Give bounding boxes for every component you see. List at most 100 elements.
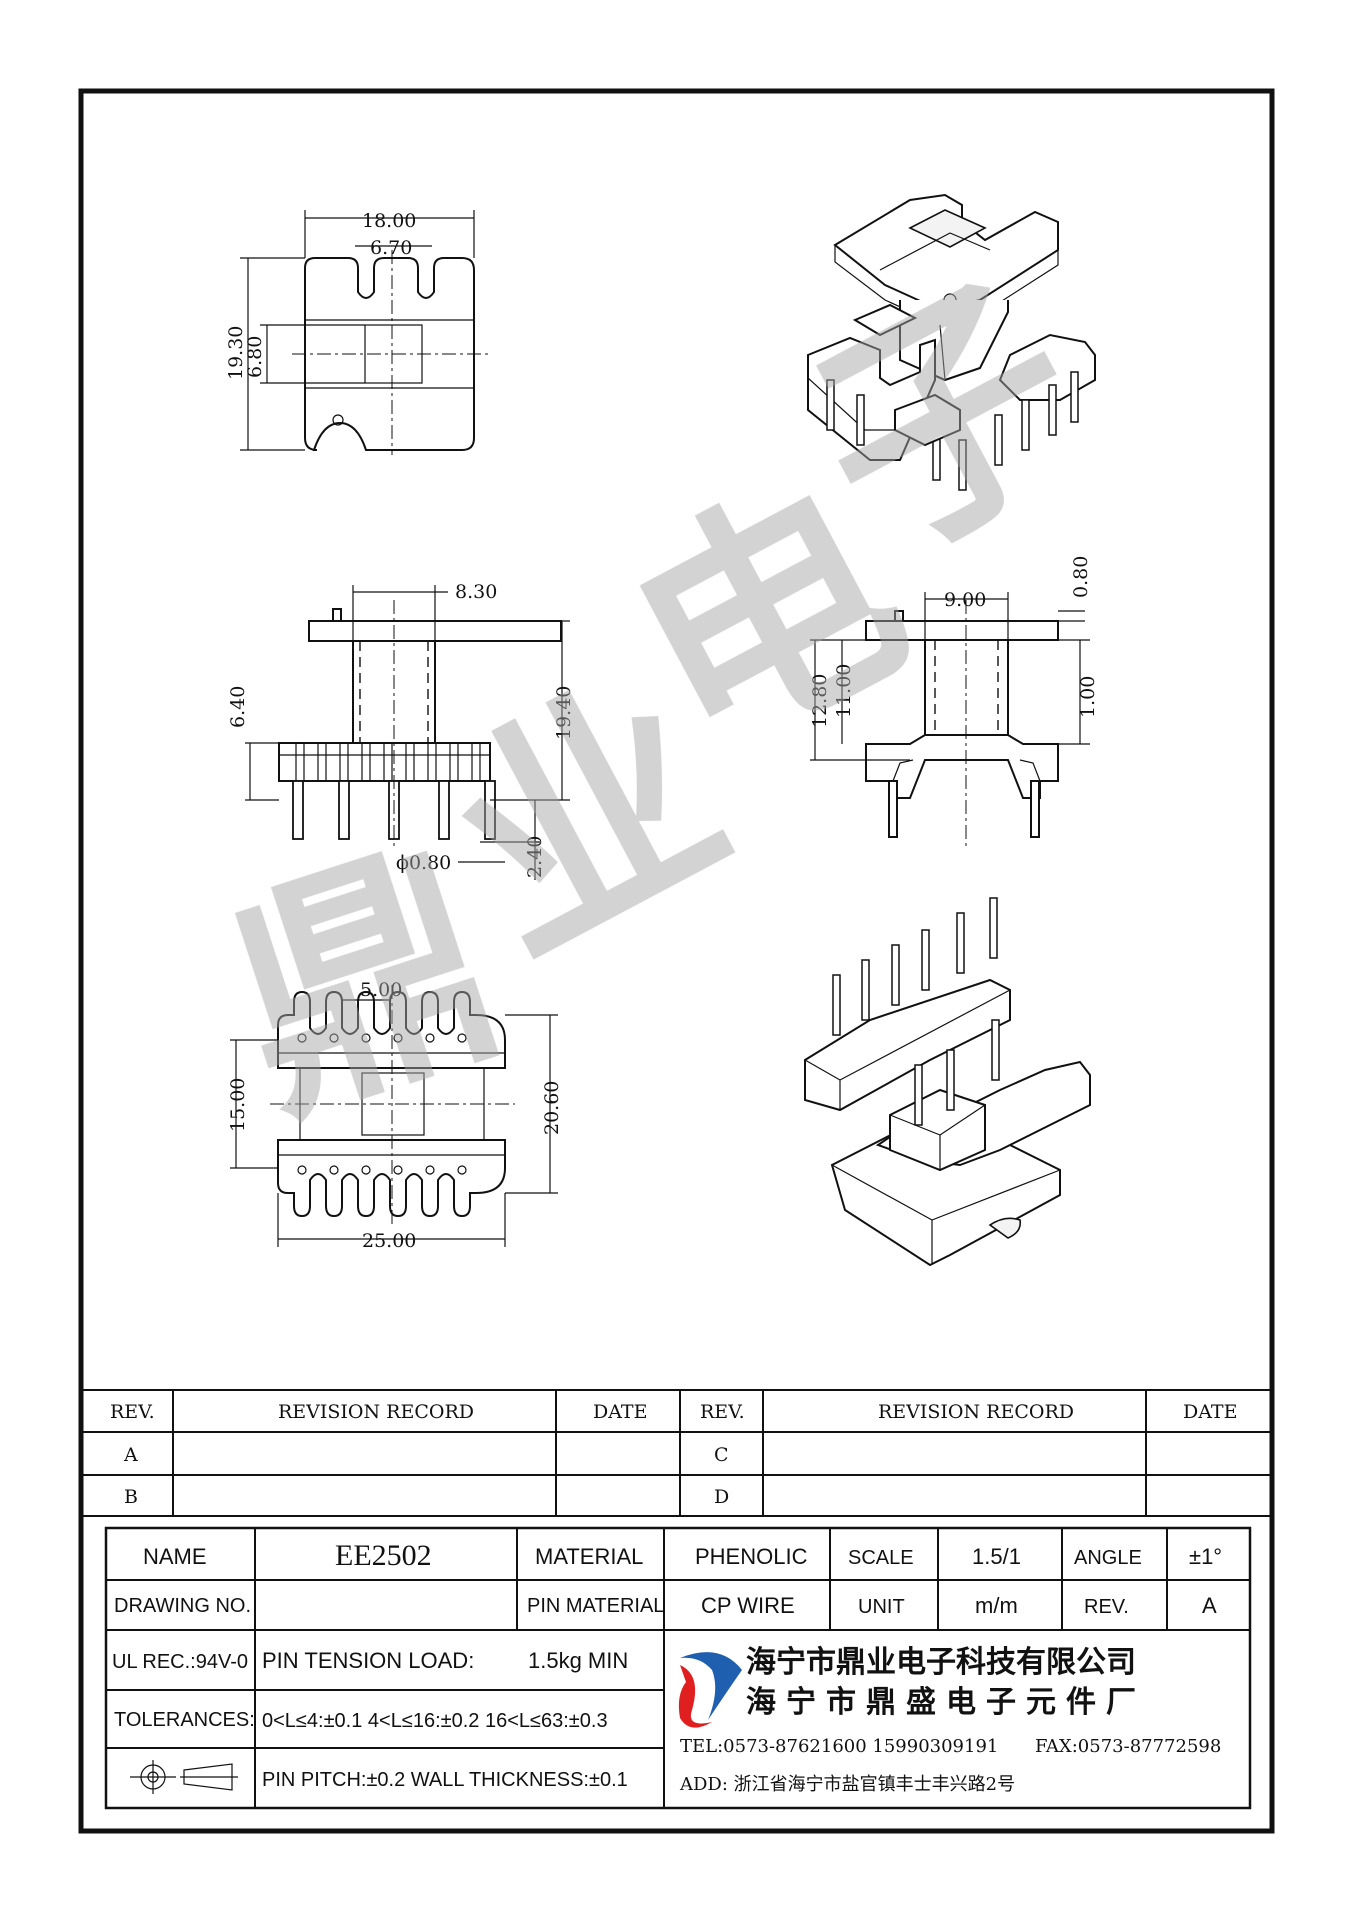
pin-hole (393, 1165, 403, 1175)
front-pin (338, 780, 350, 840)
side-view: 9.00 0.80 1.00 12.80 11.00 (809, 556, 1099, 850)
company-name-2: 海宁市鼎盛电子元件厂 (746, 1685, 1146, 1720)
angle-value: ±1° (1189, 1544, 1222, 1569)
dim-height: 19.30 (225, 326, 247, 380)
pin-hole (361, 1165, 371, 1175)
angle-label: ANGLE (1074, 1547, 1142, 1569)
rev-header-left: REV. (110, 1401, 155, 1423)
company-logo-icon (678, 1652, 742, 1728)
iso-pin (1070, 371, 1079, 423)
pin-hole (361, 1033, 371, 1043)
pin-tension-value: 1.5kg MIN (528, 1648, 628, 1673)
iso-pin (891, 944, 900, 1006)
date-header-left: DATE (593, 1401, 647, 1423)
dim-total-height: 19.40 (553, 686, 575, 740)
iso-pin (991, 1019, 1000, 1081)
pin-hole (393, 1033, 403, 1043)
dim-flange: 8.30 (455, 581, 497, 603)
iso-pin (861, 959, 870, 1021)
pin-material-value: CP WIRE (701, 1593, 795, 1618)
unit-label: UNIT (858, 1596, 905, 1618)
front-pin (438, 780, 450, 840)
front-view: 8.30 6.40 19.40 2.40 ϕ0.80 (227, 581, 575, 880)
pin-hole (329, 1165, 339, 1175)
material-label: MATERIAL (535, 1544, 643, 1569)
pin-pitch-text: PIN PITCH:±0.2 WALL THICKNESS:±0.1 (262, 1769, 628, 1791)
dim-side-gap: 1.00 (1077, 676, 1099, 718)
rev-header-right: REV. (700, 1401, 745, 1423)
top-view: 18.00 6.70 19.30 6.80 (225, 210, 488, 455)
material-value: PHENOLIC (695, 1544, 808, 1569)
dim-bottom-outer: 20.60 (541, 1081, 563, 1135)
pin-hole (329, 1033, 339, 1043)
rev-c: C (714, 1444, 729, 1466)
dim-pin-length: 2.40 (524, 836, 546, 878)
revision-record-header-right: REVISION RECORD (878, 1401, 1074, 1423)
pin-hole (297, 1165, 307, 1175)
revision-record-header-left: REVISION RECORD (278, 1401, 474, 1423)
front-fin (405, 742, 415, 782)
pin-hole (297, 1033, 307, 1043)
pin-hole (457, 1165, 467, 1175)
rev-d: D (714, 1486, 729, 1508)
projection-symbol-icon (130, 1760, 238, 1794)
dim-core: 6.80 (244, 336, 266, 378)
dim-front-height: 6.40 (227, 686, 249, 728)
iso-pin (1021, 399, 1030, 451)
name-label: NAME (143, 1544, 207, 1569)
dim-side-inner: 9.00 (944, 589, 986, 611)
company-fax: FAX:0573-87772598 (1035, 1736, 1221, 1757)
isometric-view-top (807, 193, 1096, 491)
front-fin (449, 742, 459, 782)
iso-pin (826, 379, 835, 431)
title-block: NAME EE2502 MATERIAL PHENOLIC SCALE 1.5/… (81, 1515, 1272, 1810)
iso-pin (832, 974, 841, 1036)
revision-table: REV. REVISION RECORD DATE REV. REVISION … (81, 1389, 1272, 1517)
tolerances-label: TOLERANCES: (114, 1709, 255, 1731)
iso-pin (1048, 384, 1057, 436)
iso-pin (989, 897, 998, 959)
rev-b: B (124, 1486, 138, 1508)
front-pin (484, 780, 496, 840)
dim-side-h2: 11.00 (833, 664, 855, 718)
tolerances-value: 0<L≤4:±0.1 4<L≤16:±0.2 16<L≤63:±0.3 (262, 1710, 608, 1732)
isometric-view-bottom (804, 897, 1091, 1267)
iso-pin (914, 1064, 923, 1126)
pin-hole (457, 1033, 467, 1043)
pin-material-label: PIN MATERIAL (527, 1595, 664, 1617)
rev-value: A (1202, 1593, 1217, 1618)
iso-pin (946, 1049, 955, 1111)
iso-pin (994, 414, 1003, 466)
front-fin (383, 742, 393, 782)
front-fin (427, 742, 437, 782)
pin-hole (425, 1033, 435, 1043)
scale-label: SCALE (848, 1547, 914, 1569)
bottom-view: 5.00 25.00 15.00 20.60 (227, 979, 563, 1252)
date-header-right: DATE (1183, 1401, 1237, 1423)
company-name-1: 海宁市鼎业电子科技有限公司 (746, 1645, 1136, 1680)
company-tel: TEL:0573-87621600 15990309191 (680, 1736, 998, 1757)
unit-value: m/m (975, 1593, 1018, 1618)
rev-label: REV. (1084, 1596, 1129, 1618)
front-fin (361, 742, 371, 782)
dim-side-top: 0.80 (1070, 556, 1092, 598)
iso-pin (956, 912, 965, 974)
drawing-no-label: DRAWING NO. (114, 1595, 251, 1617)
pin-hole (425, 1165, 435, 1175)
dim-pitch: 5.00 (360, 979, 402, 1001)
dim-bottom-width: 25.00 (362, 1230, 416, 1252)
dim-pin-diameter: ϕ0.80 (396, 852, 451, 874)
iso-pin (921, 929, 930, 991)
front-fin (317, 742, 327, 782)
drawing-frame (78, 88, 1275, 1834)
ul-label: UL REC.:94V-0 (112, 1651, 248, 1673)
company-address: ADD: 浙江省海宁市盐官镇丰士丰兴路2号 (679, 1774, 1015, 1795)
front-fin (471, 742, 481, 782)
dim-width: 18.00 (362, 210, 416, 232)
name-value: EE2502 (335, 1539, 432, 1572)
dim-bottom-inner: 15.00 (227, 1078, 249, 1132)
rev-a: A (123, 1444, 138, 1466)
scale-value: 1.5/1 (972, 1544, 1021, 1569)
dim-side-h1: 12.80 (809, 674, 831, 728)
